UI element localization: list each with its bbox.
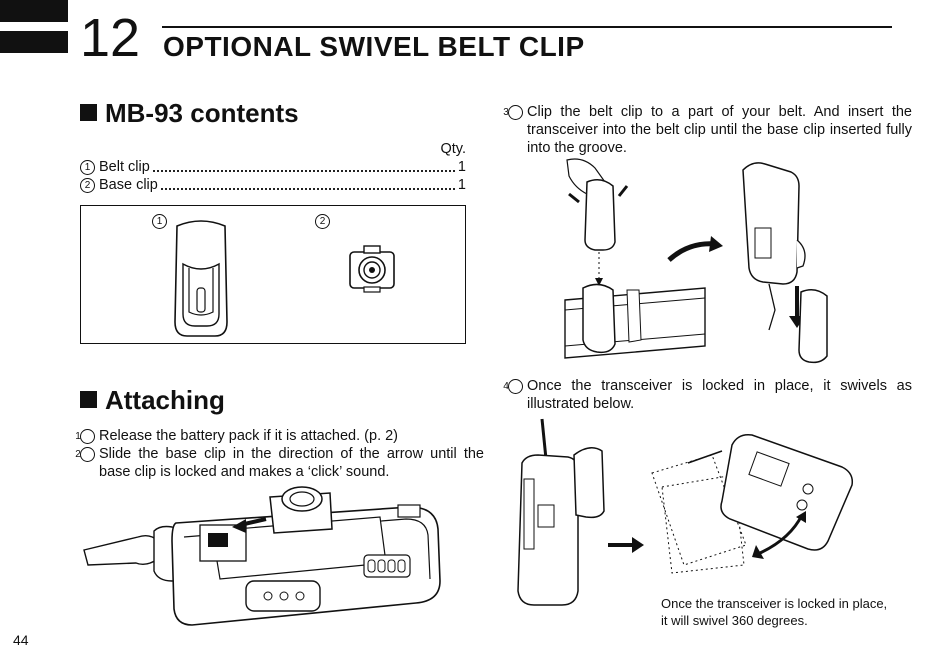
leader-dots bbox=[152, 158, 455, 172]
belt-clip-illustration bbox=[174, 220, 228, 337]
attaching-heading-text: Attaching bbox=[105, 385, 225, 415]
contents-list: 1 Belt clip 1 2 Base clip 1 bbox=[80, 158, 466, 194]
figure-marker: 1 bbox=[152, 214, 167, 229]
base-clip-attach-illustration bbox=[83, 486, 441, 626]
page-number: 44 bbox=[13, 632, 29, 648]
heading-square-icon bbox=[80, 391, 97, 408]
list-item: 1 Belt clip 1 bbox=[80, 158, 466, 176]
belt-insert-illustration bbox=[564, 158, 828, 364]
item-marker: 1 bbox=[80, 160, 95, 175]
qty-header: Qty. bbox=[440, 141, 466, 157]
step-marker: 2 bbox=[75, 447, 95, 462]
swivel-illustration bbox=[517, 418, 854, 606]
step-marker: 4 bbox=[503, 379, 523, 394]
caption-line-1: Once the transceiver is locked in place, bbox=[661, 596, 888, 611]
figure-marker: 2 bbox=[315, 214, 330, 229]
step-3: 3 Clip the belt clip to a part of your be… bbox=[503, 103, 912, 157]
leader-dots bbox=[160, 176, 455, 190]
chapter-number: 12 bbox=[80, 8, 141, 68]
step-text: Clip the belt clip to a part of your bel… bbox=[527, 104, 912, 156]
chapter-tab-bottom bbox=[0, 31, 68, 53]
chapter-tab-top bbox=[0, 0, 68, 22]
step-1: 1 Release the battery pack if it is attac… bbox=[75, 427, 484, 445]
attaching-heading: Attaching bbox=[80, 385, 225, 415]
item-marker: 2 bbox=[80, 178, 95, 193]
item-qty: 1 bbox=[457, 159, 466, 175]
step-2: 2 Slide the base clip in the direction of… bbox=[75, 445, 484, 481]
step-text: Once the transceiver is locked in place,… bbox=[527, 378, 912, 412]
item-label: Belt clip bbox=[99, 159, 150, 175]
swivel-caption: Once the transceiver is locked in place,… bbox=[661, 595, 887, 629]
item-label: Base clip bbox=[99, 177, 158, 193]
caption-line-2: it will swivel 360 degrees. bbox=[661, 613, 808, 628]
contents-heading-text: MB-93 contents bbox=[105, 98, 299, 128]
step-4: 4 Once the transceiver is locked in place… bbox=[503, 377, 912, 413]
step-marker: 1 bbox=[75, 429, 95, 444]
heading-square-icon bbox=[80, 104, 97, 121]
item-qty: 1 bbox=[457, 177, 466, 193]
step-text: Slide the base clip in the direction of … bbox=[99, 446, 484, 480]
step-text: Release the battery pack if it is attach… bbox=[99, 428, 399, 444]
contents-heading: MB-93 contents bbox=[80, 98, 299, 128]
contents-figure-box: 1 2 bbox=[80, 205, 466, 344]
base-clip-illustration bbox=[349, 245, 395, 293]
list-item: 2 Base clip 1 bbox=[80, 176, 466, 194]
chapter-title: OPTIONAL SWIVEL BELT CLIP bbox=[163, 31, 585, 62]
step-marker: 3 bbox=[503, 105, 523, 120]
header-rule bbox=[162, 26, 892, 28]
